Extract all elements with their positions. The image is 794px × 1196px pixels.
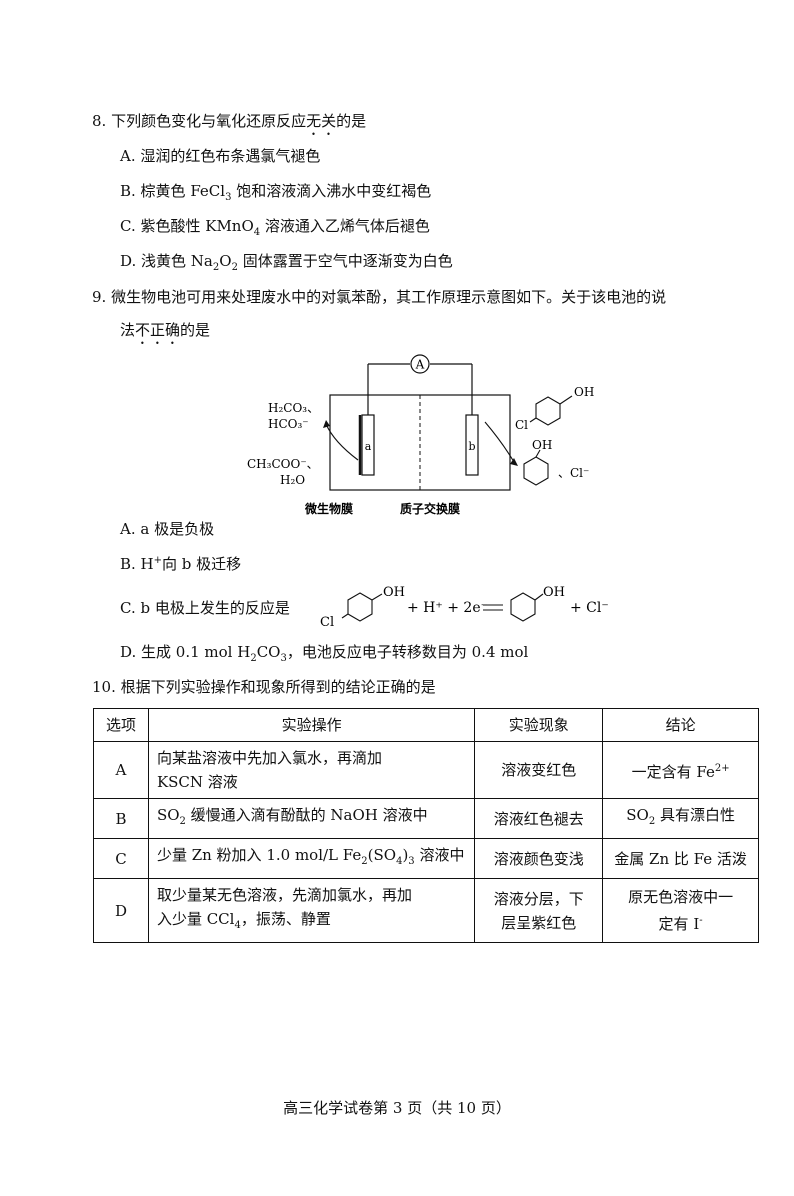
svg-text:b: b bbox=[468, 440, 475, 453]
table-row: B SO2 缓慢通入滴有酚酞的 NaOH 溶液中 溶液红色褪去 SO2 具有漂白… bbox=[93, 798, 759, 839]
table-row: C 少量 Zn 粉加入 1.0 mol/L Fe2(SO4)3 溶液中 溶液颜色… bbox=[93, 838, 759, 879]
svg-text:H₂CO₃、: H₂CO₃、 bbox=[268, 401, 319, 415]
svg-text:质子交换膜: 质子交换膜 bbox=[400, 501, 460, 516]
table-header: 结论 bbox=[602, 708, 759, 742]
q8-option-a: A. 湿润的红色布条遇氯气褪色 bbox=[120, 147, 321, 165]
q9-stem-line2: 法不正确的是 bbox=[120, 321, 211, 339]
reactant-chlorophenol-structure bbox=[341, 592, 383, 622]
svg-text:微生物膜: 微生物膜 bbox=[304, 501, 353, 516]
q9-stem-line1: 9. 微生物电池可用来处理废水中的对氯苯酚，其工作原理示意图如下。关于该电池的说 bbox=[92, 288, 667, 306]
table-cell-conclusion: 一定含有 Fe2+ bbox=[602, 741, 759, 799]
table-cell-conclusion: SO2 具有漂白性 bbox=[602, 798, 759, 839]
table-cell-phenomenon: 溶液红色褪去 bbox=[474, 798, 604, 839]
table-cell-option: A bbox=[93, 741, 149, 799]
svg-text:HCO₃⁻: HCO₃⁻ bbox=[268, 417, 309, 431]
svg-text:H₂O: H₂O bbox=[280, 473, 305, 487]
svg-text:+ Cl⁻: + Cl⁻ bbox=[570, 600, 609, 616]
svg-text:OH: OH bbox=[543, 585, 565, 600]
q9-option-b: B. H+向 b 极迁移 bbox=[120, 555, 242, 573]
p-chlorophenol-structure bbox=[529, 395, 573, 426]
table-cell-phenomenon: 溶液分层，下层呈紫红色 bbox=[474, 878, 604, 943]
q8-stem: 8. 下列颜色变化与氧化还原反应无关的是 bbox=[92, 112, 367, 130]
svg-text:+ H⁺ + 2e⁻: + H⁺ + 2e⁻ bbox=[407, 600, 488, 616]
table-header: 实验现象 bbox=[474, 708, 604, 742]
q9-option-c-label: C. b 电极上发生的反应是 bbox=[120, 599, 290, 617]
q8-option-b: B. 棕黄色 FeCl3 饱和溶液滴入沸水中变红褐色 bbox=[120, 182, 432, 203]
svg-text:OH: OH bbox=[532, 438, 552, 452]
table-cell-option: C bbox=[93, 838, 149, 879]
microbial-cell-diagram: A a b H₂CO₃、 HCO₃⁻ CH₃COO⁻、 H₂O OH Cl OH… bbox=[247, 354, 594, 516]
svg-text:Cl: Cl bbox=[320, 615, 334, 630]
q9-option-d: D. 生成 0.1 mol H2CO3，电池反应电子转移数目为 0.4 mol bbox=[120, 643, 529, 664]
q9-option-c-equation: OH Cl + H⁺ + 2e⁻ OH + Cl⁻ bbox=[320, 585, 609, 630]
table-cell-option: B bbox=[93, 798, 149, 839]
table-cell-phenomenon: 溶液变红色 bbox=[474, 741, 604, 799]
svg-text:OH: OH bbox=[574, 385, 594, 399]
table-cell-operation: 取少量某无色溶液，先滴加氯水，再加入少量 CCl4，振荡、静置 bbox=[147, 878, 476, 943]
table-header-row: 选项 实验操作 实验现象 结论 bbox=[93, 708, 759, 742]
table-header: 实验操作 bbox=[147, 708, 476, 742]
q8-option-c: C. 紫色酸性 KMnO4 溶液通入乙烯气体后褪色 bbox=[120, 217, 430, 238]
electrode-a bbox=[361, 414, 375, 476]
q9-option-a: A. a 极是负极 bbox=[120, 520, 215, 538]
product-phenol-structure bbox=[510, 592, 544, 622]
electrode-b bbox=[465, 414, 479, 476]
table-cell-conclusion: 金属 Zn 比 Fe 活泼 bbox=[602, 838, 759, 879]
svg-text:a: a bbox=[365, 440, 372, 453]
ammeter-label: A bbox=[415, 358, 425, 372]
table-cell-conclusion: 原无色溶液中一定有 I- bbox=[602, 878, 759, 943]
table-header: 选项 bbox=[93, 708, 149, 742]
svg-text:Cl: Cl bbox=[515, 418, 528, 432]
ammeter-icon bbox=[410, 354, 430, 374]
svg-text:CH₃COO⁻、: CH₃COO⁻、 bbox=[247, 457, 319, 471]
table-cell-operation: SO2 缓慢通入滴有酚酞的 NaOH 溶液中 bbox=[147, 798, 476, 839]
table-cell-phenomenon: 溶液颜色变浅 bbox=[474, 838, 604, 879]
svg-text:、Cl⁻: 、Cl⁻ bbox=[558, 466, 589, 480]
page-footer: 高三化学试卷第 3 页（共 10 页） bbox=[283, 1099, 511, 1117]
table-cell-option: D bbox=[93, 878, 149, 943]
q8-option-d: D. 浅黄色 Na2O2 固体露置于空气中逐渐变为白色 bbox=[120, 252, 453, 273]
svg-text:OH: OH bbox=[383, 585, 405, 600]
table-cell-operation: 少量 Zn 粉加入 1.0 mol/L Fe2(SO4)3 溶液中 bbox=[147, 838, 476, 879]
table-row: D 取少量某无色溶液，先滴加氯水，再加入少量 CCl4，振荡、静置 溶液分层，下… bbox=[93, 878, 759, 943]
q10-stem: 10. 根据下列实验操作和现象所得到的结论正确的是 bbox=[92, 678, 436, 696]
phenol-structure bbox=[523, 449, 549, 486]
